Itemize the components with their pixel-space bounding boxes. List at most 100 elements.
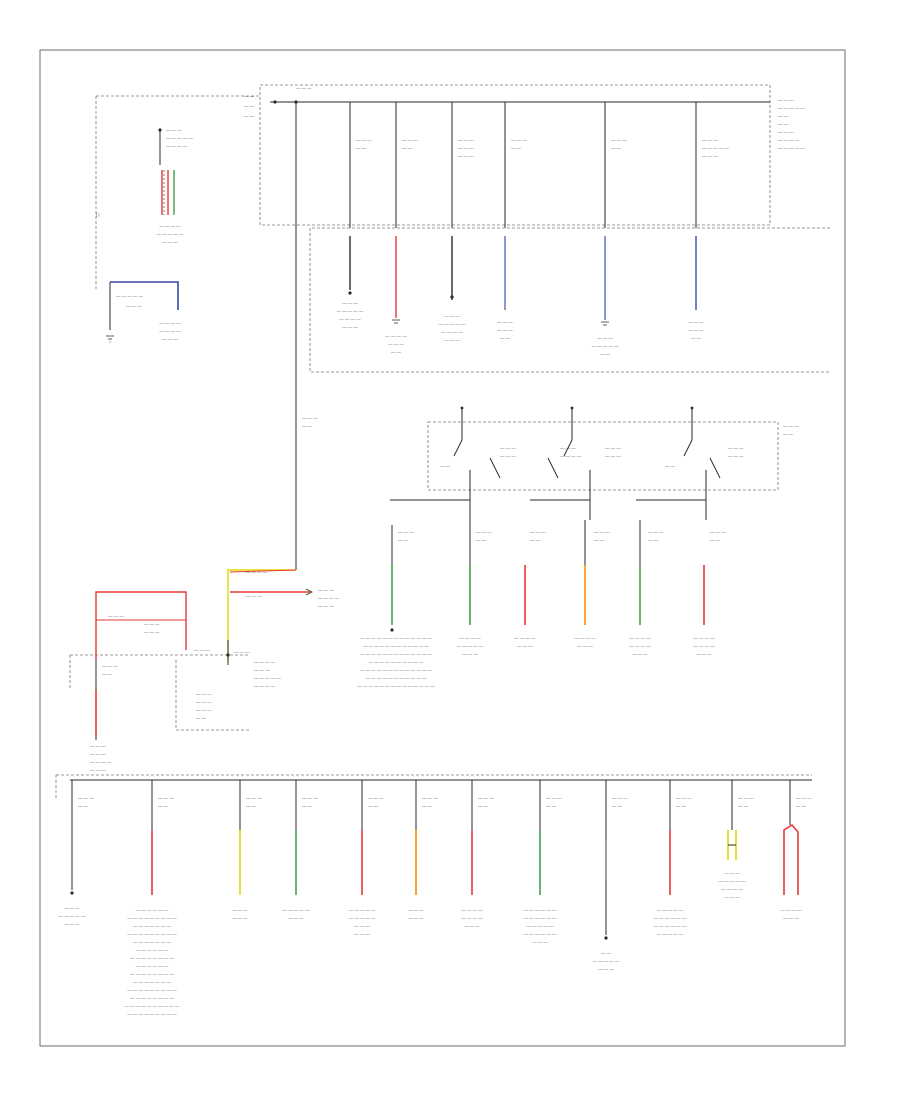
svg-text:— —: — — — [648, 538, 659, 543]
svg-text:— — —: — — — — [398, 530, 414, 535]
svg-text:— —: — — — [158, 804, 169, 809]
svg-text:— — — — — —: — — — — — — — [524, 932, 557, 937]
svg-text:— — —: — — — — [497, 328, 513, 333]
svg-text:— —: — — — [594, 538, 605, 543]
svg-text:— —: — — — [246, 804, 257, 809]
svg-text:— — —: — — — — [478, 796, 494, 801]
blue-wire — [110, 281, 179, 310]
svg-text:— — —: — — — — [254, 668, 270, 673]
svg-text:— — — —: — — — — — [574, 636, 596, 641]
branch-5: — — —— — — — — — —— — — — —— — —— — — — [349, 780, 384, 937]
svg-text:— — —: — — — — [532, 940, 548, 945]
svg-text:— — —: — — — — [78, 796, 94, 801]
branch-8: — — — — — — — — — — — — — — — — — — — — — —… — [524, 780, 562, 945]
bottom-bus — [55, 774, 812, 800]
svg-text:— — —: — — — — [462, 652, 478, 657]
branch-6: — — —— — — — —— — — — [408, 780, 438, 921]
svg-text:— — — — —: — — — — — — [527, 924, 554, 929]
svg-text:— — —: — — — — [318, 588, 334, 593]
svg-text:— —: — — — [511, 146, 522, 151]
svg-text:— — — — —: — — — — — — [778, 146, 805, 151]
svg-text:— — — — —: — — — — — — [254, 676, 281, 681]
svg-text:— —: — — — [612, 804, 623, 809]
svg-text:— — —: — — — — [738, 796, 754, 801]
svg-text:— —: — — — [102, 672, 113, 677]
svg-text:— — —: — — — — [783, 424, 799, 429]
svg-text:— — — — — — — — — — — — —: — — — — — — — — — — — — — — [360, 652, 432, 657]
svg-text:— — — — —: — — — — — — [337, 309, 364, 314]
svg-text:— — — — — — — — — —: — — — — — — — — — — — [369, 660, 424, 665]
svg-text:— — — — —: — — — — — — [349, 916, 376, 921]
svg-text:— —: — — — [691, 336, 702, 341]
svg-text:— —: — — — [796, 804, 807, 809]
svg-text:— —: — — — [78, 804, 89, 809]
svg-text:— — —: — — — — [90, 744, 106, 749]
svg-text:— — —: — — — — [778, 98, 794, 103]
svg-text:— — — — —: — — — — — — [457, 644, 484, 649]
svg-text:— —: — — — [546, 804, 557, 809]
svg-text:— — —: — — — — [194, 648, 210, 653]
svg-text:— —: — — — [611, 146, 622, 151]
svg-text:— — — — — —: — — — — — — — [654, 924, 687, 929]
svg-text:— — — —: — — — — — [629, 644, 651, 649]
svg-text:— — —: — — — — [354, 924, 370, 929]
svg-text:— — —: — — — — [497, 320, 513, 325]
svg-text:— — — — —: — — — — — — [719, 879, 746, 884]
svg-text:— — — — — — — — — —: — — — — — — — — — — — [125, 1004, 180, 1009]
bottom-fuse-branches: — — —— — — — —— — — — —— — — — — —— — — … — [59, 780, 812, 1017]
svg-text:— — — — —: — — — — — — [439, 322, 466, 327]
svg-text:— — — — —: — — — — — — [657, 908, 684, 913]
svg-text:— — — — — — — —: — — — — — — — — — [130, 996, 174, 1001]
top-output-frame — [309, 227, 830, 373]
branch-12: — — —— — — — — —— — — — [780, 780, 812, 921]
svg-text:— — — —: — — — — — [693, 644, 715, 649]
svg-text:— —: — — — [244, 94, 255, 99]
svg-text:— — — —: — — — — — [318, 596, 340, 601]
svg-text:— — — —: — — — — — [629, 636, 651, 641]
svg-text:— — —: — — — — [458, 154, 474, 159]
svg-text:— — —: — — — — [605, 446, 621, 451]
svg-text:— — —: — — — — [702, 154, 718, 159]
svg-text:— — — —: — — — — — [461, 916, 483, 921]
svg-text:— — — — —: — — — — — — [59, 914, 86, 919]
svg-text:— — — — — — — — — — — — — —: — — — — — — — — — — — — — — — [357, 684, 435, 689]
svg-text:— — — —: — — — — — [159, 329, 181, 334]
svg-text:— —: — — — [356, 146, 367, 151]
svg-text:— —: — — — [738, 804, 749, 809]
svg-text:— — —: — — — — [597, 336, 613, 341]
svg-text:— — — — —: — — — — — — [702, 146, 729, 151]
top-fuse-branches: — — —— — — — —— — — — —— — —— — — — — ——… — [349, 102, 729, 228]
svg-text:— — —: — — — — [598, 967, 614, 972]
svg-text:— — — — — —: — — — — — — — [524, 908, 557, 913]
branch-11: — — —— — — — —— — — — —— — — —— — — — [719, 780, 754, 900]
svg-text:— — — —: — — — — — [560, 454, 582, 459]
svg-text:— — — —: — — — — — [159, 321, 181, 326]
svg-text:— — —: — — — — [144, 622, 160, 627]
middle-relay-box: — — — — —— — — — — —— — — — — — —— — — —… — [390, 406, 799, 520]
svg-text:— — — — — —: — — — — — — — [136, 964, 169, 969]
svg-text:— — — — — — —: — — — — — — — — [133, 924, 172, 929]
svg-text:— — —: — — — — [246, 594, 262, 599]
svg-text:— — — —: — — — — — [778, 138, 800, 143]
svg-text:— — — — —: — — — — — — [166, 136, 193, 141]
svg-text:— —: — — — [422, 804, 433, 809]
branch-3: — — —— — — — —— — — — [232, 780, 262, 921]
svg-text:— — —: — — — — [64, 906, 80, 911]
branch-1: — — — — — — — — — — — — — — — — — [59, 780, 94, 927]
svg-text:— — —: — — — — [388, 342, 404, 347]
svg-text:— — —: — — — — [162, 240, 178, 245]
middle-outputs: — — —— — — — —— — — — —— — — — —— — — — … — [357, 520, 726, 689]
svg-text:— — — —: — — — — — [246, 570, 268, 575]
svg-text:— —: — — — [478, 804, 489, 809]
svg-text:— — —: — — — — [500, 454, 516, 459]
svg-text:— — — — — — — — —: — — — — — — — — — — [127, 916, 177, 921]
svg-text:— — — — — — —: — — — — — — — — [133, 940, 172, 945]
svg-text:— — —: — — — — [612, 796, 628, 801]
svg-text:— — —: — — — — [688, 320, 704, 325]
svg-text:— — —: — — — — [234, 650, 250, 655]
svg-text:— — —: — — — — [90, 752, 106, 757]
svg-text:— — — —: — — — — — [461, 908, 483, 913]
svg-text:— — —: — — — — [64, 922, 80, 927]
svg-text:— — —: — — — — [676, 796, 692, 801]
